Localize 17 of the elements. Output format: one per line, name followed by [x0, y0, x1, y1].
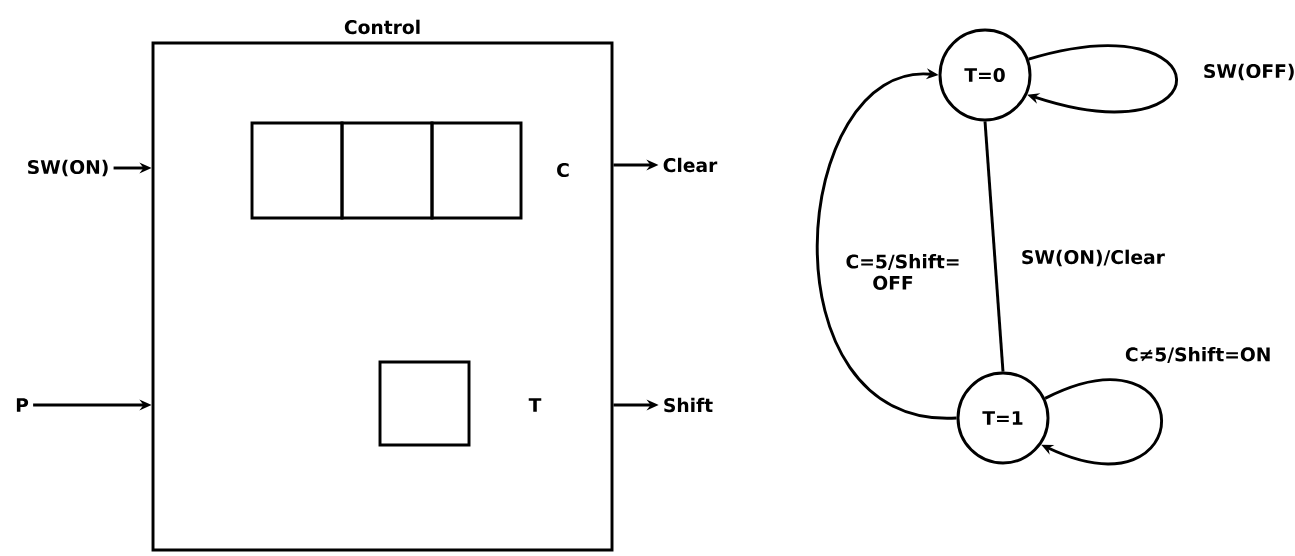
register-cell	[340, 121, 434, 220]
edge-label: C≠5/Shift=ON	[1122, 344, 1275, 366]
node-label: Control	[344, 19, 420, 35]
register-label: T	[528, 398, 542, 412]
register-cell	[250, 121, 344, 220]
transition-line	[983, 121, 1005, 372]
transition-arrow	[815, 68, 957, 420]
flag-box	[378, 360, 471, 447]
register-cell	[430, 121, 523, 220]
output-label: Clear	[663, 157, 718, 173]
output-label: Shift	[664, 397, 713, 413]
input-label: SW(ON)	[28, 159, 108, 177]
edge-label: SW(OFF)	[1200, 61, 1295, 83]
register-label: C	[557, 162, 569, 178]
edge-label: C=5/Shift= OFF	[842, 251, 959, 293]
input-label: P	[16, 398, 29, 412]
edge-label: SW(ON)/Clear	[1018, 247, 1168, 269]
